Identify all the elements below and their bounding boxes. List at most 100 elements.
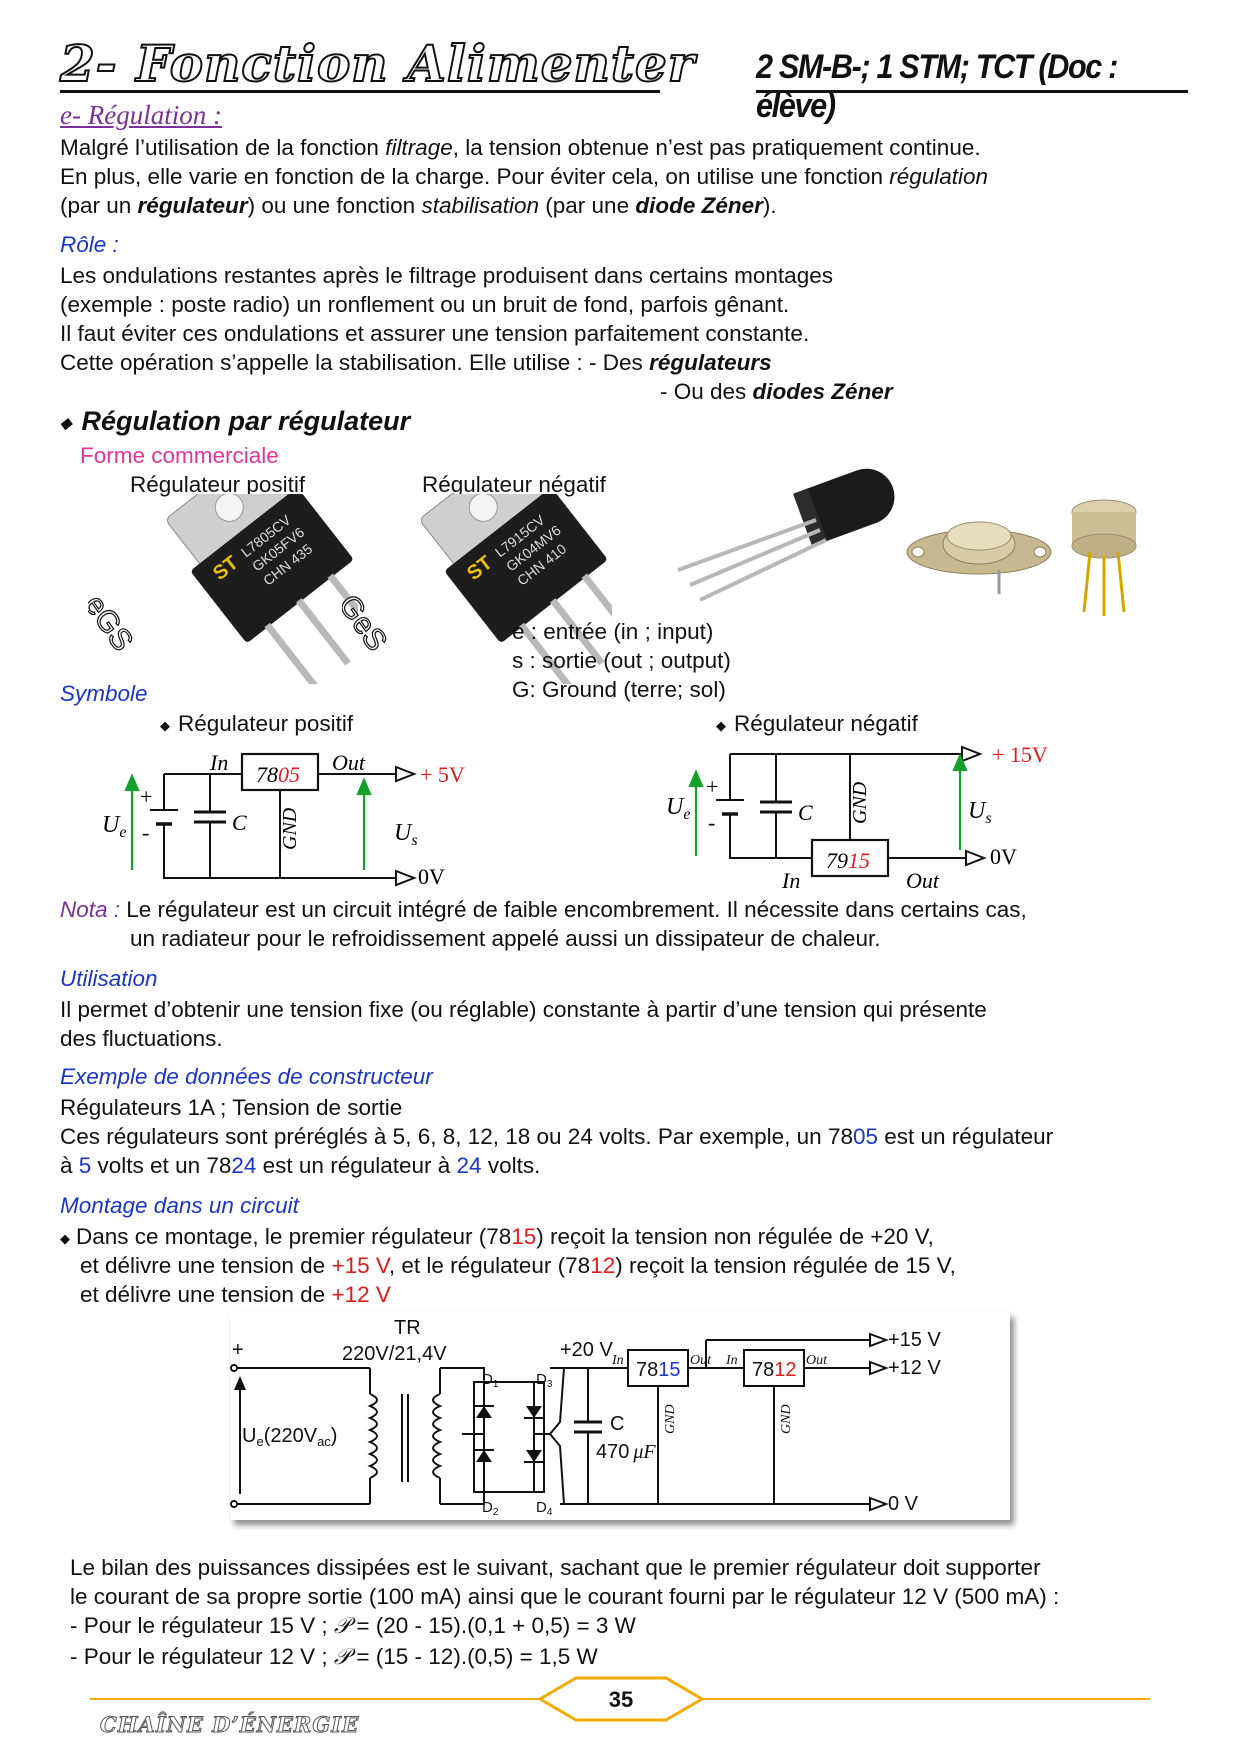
text-run: régulateur — [137, 193, 248, 218]
text-run: Malgré l’utilisation de la fonction — [60, 135, 386, 160]
reg2-in-label: In — [725, 1353, 738, 1368]
forme-commerciale-label: Forme commerciale — [80, 443, 279, 468]
regulator-7915-label: 7915 — [826, 848, 870, 873]
title-underline — [60, 90, 660, 93]
exemple-line-2: Ces régulateurs sont préréglés à 5, 6, 8… — [60, 1122, 1053, 1151]
output-15v-label: +15 V — [888, 1329, 941, 1351]
gnd-label: GND — [849, 781, 871, 824]
text-run: régulation — [889, 164, 989, 189]
plus-sign: + — [140, 784, 152, 809]
nota-line-1: Nota : Le régulateur est un circuit inté… — [60, 895, 1027, 924]
pin-in-label: In — [209, 750, 228, 775]
text-run: En plus, elle varie en fonction de la ch… — [60, 164, 890, 189]
text-run: ) reçoit la tension régulée de 15 V, — [615, 1253, 956, 1278]
schematic-negative-regulator: In Out 7915 + 15V 0V GND Ue Us C + - — [666, 742, 1048, 893]
reg2-gnd-label: GND — [779, 1404, 794, 1434]
photo-regulator-positive: ST L7805CV GK05FV6 CHN 435 eGS — [88, 494, 358, 684]
role-line-3: Il faut éviter ces ondulations et assure… — [60, 321, 810, 346]
minus-sign: - — [708, 810, 715, 835]
page-number-badge: 35 — [537, 1676, 705, 1722]
role-line-1: Les ondulations restantes après le filtr… — [60, 263, 833, 288]
photo-regulator-negative: ST L7915CV GK04MV6 CHN 410 GeS — [342, 494, 612, 684]
transformer-label: TR — [394, 1317, 421, 1339]
text-run: ). — [762, 193, 777, 218]
text-run: et délivre une tension de — [80, 1282, 332, 1307]
us-label: Us — [394, 820, 418, 849]
capacitor-label: C — [610, 1413, 624, 1435]
text-run: , la tension obtenue n’est pas pratiquem… — [452, 135, 981, 160]
subsection-regulateur: ◆Régulation par régulateur — [60, 406, 410, 437]
circuit-figure-frame: TR 220V/21,4V + Ue(220Vac) +20 V D1 D2 D… — [230, 1312, 1010, 1520]
output-voltage-label: + 15V — [992, 742, 1048, 767]
pin-out-label: Out — [906, 868, 940, 893]
ground-0v-label: 0 V — [888, 1493, 919, 1515]
text-run: à — [60, 1153, 79, 1178]
pin-legend-entree: e : entrée (in ; input) — [512, 619, 714, 644]
montage-heading: Montage dans un circuit — [60, 1193, 299, 1218]
intro-line-3: (par un régulateur) ou une fonction stab… — [60, 191, 777, 220]
circuit-diagram: TR 220V/21,4V + Ue(220Vac) +20 V D1 D2 D… — [230, 1317, 941, 1518]
output-voltage-label: + 5V — [420, 762, 465, 787]
text-run: (par un — [60, 193, 138, 218]
text-run: , et le régulateur (78 — [388, 1253, 591, 1278]
pin-labels-positive: eGS — [88, 589, 139, 657]
text-run: 05 — [852, 1124, 879, 1149]
text-run: 24 — [231, 1153, 257, 1178]
diode-d4-label: D4 — [536, 1499, 553, 1518]
bilan-line-4-text: - Pour le régulateur 12 V ; — [70, 1644, 334, 1669]
reg1-out-label: Out — [690, 1353, 712, 1368]
text-run: Ces régulateurs sont préréglés à 5, 6, 8… — [60, 1124, 853, 1149]
role-line-4-emph: régulateurs — [649, 350, 772, 375]
diode-d2-label: D2 — [482, 1499, 499, 1518]
subtitle-underline — [756, 90, 1188, 93]
text-run: Dans ce montage, le premier régulateur (… — [76, 1224, 512, 1249]
montage-line-1: ◆Dans ce montage, le premier régulateur … — [60, 1222, 934, 1253]
reg2-out-label: Out — [806, 1353, 828, 1368]
plus-sign: + — [232, 1339, 244, 1361]
diode-d1-label: D1 — [482, 1371, 499, 1390]
pin-labels-negative: GeS — [342, 589, 393, 657]
schematic-positive-regulator: In Out 7805 + 5V 0V GND Ue Us C + - — [102, 750, 465, 889]
photo-label-negative: Régulateur négatif — [422, 472, 606, 497]
role-line-2: (exemple : poste radio) un ronflement ou… — [60, 292, 790, 317]
zero-volt-label: 0V — [418, 864, 445, 889]
role-line-5: - Ou des diodes Zéner — [660, 377, 893, 406]
montage-line-1-text: Dans ce montage, le premier régulateur (… — [76, 1224, 934, 1249]
text-run: et délivre une tension de — [80, 1253, 332, 1278]
utilisation-line-2: des fluctuations. — [60, 1026, 223, 1051]
exemple-line-3: à 5 volts et un 7824 est un régulateur à… — [60, 1151, 540, 1180]
role-heading: Rôle : — [60, 232, 119, 257]
power-symbol: 𝒫 — [333, 1644, 351, 1670]
bilan-line-1: Le bilan des puissances dissipées est le… — [70, 1555, 1041, 1580]
reg1-in-label: In — [611, 1353, 624, 1368]
bilan-line-4: - Pour le régulateur 12 V ; 𝒫 = (15 - 12… — [70, 1642, 598, 1672]
pin-in-label: In — [781, 868, 800, 893]
bilan-line-3-formula: = (20 - 15).(0,1 + 0,5) = 3 W — [350, 1613, 636, 1638]
photo-regulator-to39 — [1071, 499, 1137, 616]
text-run: est un régulateur à — [256, 1153, 457, 1178]
transformer-ratio: 220V/21,4V — [342, 1343, 447, 1365]
text-run: 15 — [511, 1224, 537, 1249]
utilisation-line-1: Il permet d’obtenir une tension fixe (ou… — [60, 997, 987, 1022]
montage-line-3: et délivre une tension de +12 V — [80, 1280, 391, 1309]
gnd-label: GND — [279, 807, 301, 850]
regulator-7812-label: 7812 — [752, 1359, 797, 1381]
page-number: 35 — [609, 1687, 633, 1712]
nota-text-1: Le régulateur est un circuit intégré de … — [120, 897, 1027, 922]
symbole-heading: Symbole — [60, 681, 148, 706]
text-run: volts. — [481, 1153, 541, 1178]
text-run: 12 — [590, 1253, 616, 1278]
bilan-line-3-text: - Pour le régulateur 15 V ; — [70, 1613, 334, 1638]
bilan-line-4-formula: = (15 - 12).(0,5) = 1,5 W — [350, 1644, 598, 1669]
nota-label: Nota : — [60, 897, 121, 922]
us-label: Us — [968, 798, 992, 827]
text-run: 24 — [456, 1153, 482, 1178]
ue-label: Ue — [102, 812, 126, 841]
role-line-5-text: - Ou des — [660, 379, 753, 404]
photo-regulator-to3 — [906, 521, 1052, 594]
text-run: ) reçoit la tension non régulée de +20 V… — [536, 1224, 934, 1249]
symbol-label-positive: ◆Régulateur positif — [160, 709, 353, 740]
intro-line-2: En plus, elle varie en fonction de la ch… — [60, 162, 988, 191]
plus-sign: + — [706, 774, 718, 799]
